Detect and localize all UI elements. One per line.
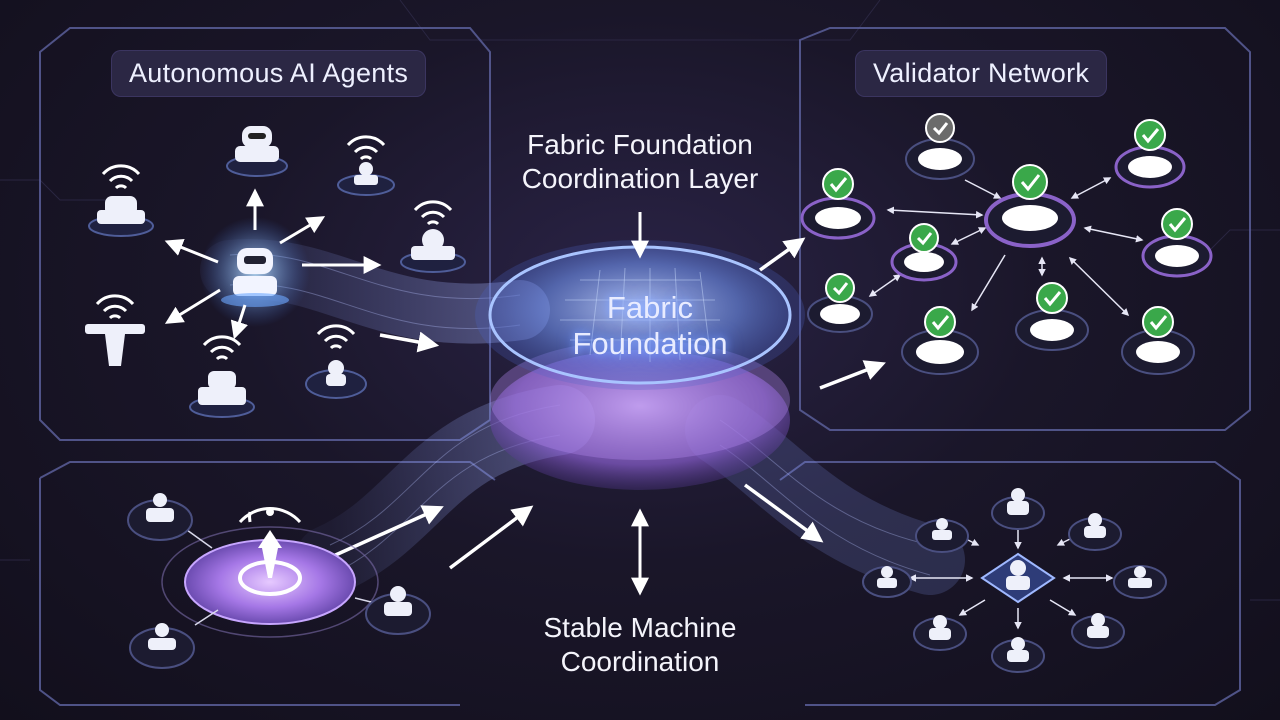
validator-node	[1116, 120, 1184, 187]
machine-node	[1072, 613, 1124, 648]
validator-panel-title: Validator Network	[855, 50, 1107, 97]
agent-node	[401, 202, 465, 272]
top-caption-line-2: Coordination Layer	[490, 162, 790, 196]
machine-node	[992, 637, 1044, 672]
bottom-caption: Stable Machine Coordination	[490, 611, 790, 679]
validator-node	[802, 169, 874, 238]
agents-panel-title: Autonomous AI Agents	[111, 50, 426, 97]
top-caption: Fabric Foundation Coordination Layer	[490, 128, 790, 196]
validator-node	[892, 224, 956, 280]
validator-node	[906, 114, 974, 179]
agent-node	[85, 296, 145, 366]
validator-node	[902, 307, 978, 374]
machine-node	[1069, 513, 1121, 550]
machine-node	[1114, 566, 1166, 598]
hub-label: Fabric Foundation	[530, 290, 770, 362]
validator-node	[808, 274, 872, 332]
hub-label-line-2: Foundation	[530, 326, 770, 362]
bottom-caption-line-1: Stable Machine	[490, 611, 790, 645]
validator-node	[1143, 209, 1211, 276]
agent-node	[190, 337, 254, 417]
peer-node	[130, 623, 194, 668]
agent-node	[89, 166, 153, 236]
agent-node	[306, 326, 366, 398]
validator-node	[1122, 307, 1194, 374]
hub-label-line-1: Fabric	[530, 290, 770, 326]
peer-node	[128, 493, 192, 540]
agent-node	[227, 126, 287, 176]
top-caption-line-1: Fabric Foundation	[490, 128, 790, 162]
fabric-foundation-hub	[475, 240, 805, 490]
machine-node	[992, 488, 1044, 529]
validator-node-central	[986, 165, 1074, 246]
bottom-caption-line-2: Coordination	[490, 645, 790, 679]
machine-hub	[982, 554, 1054, 602]
agent-node	[338, 137, 394, 195]
machine-node	[914, 615, 966, 650]
validator-node	[1016, 283, 1088, 350]
machine-node	[863, 566, 911, 597]
